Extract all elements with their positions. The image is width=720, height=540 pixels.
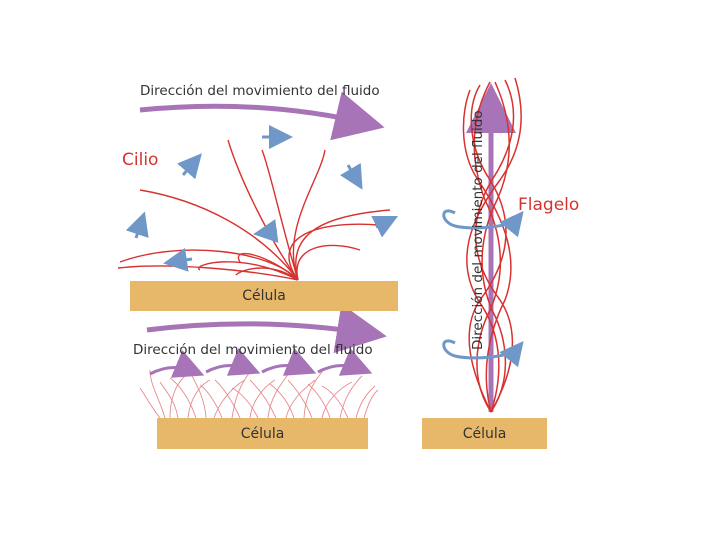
cilium-beat-strokes — [117, 139, 391, 281]
cell-block-cilia-row: Célula — [157, 418, 368, 449]
cell-label: Célula — [462, 425, 507, 442]
cell-block-cilium: Célula — [130, 281, 398, 311]
cell-block-flagellum: Célula — [422, 418, 547, 449]
cilium-flow-label: Dirección del movimiento del fluido — [140, 83, 380, 99]
flagellum-rotation-arrows — [442, 209, 524, 368]
flagellum-flow-label: Dirección del movimiento del fluido — [470, 110, 486, 350]
cilia-row-flow-label: Dirección del movimiento del fluido — [133, 342, 373, 358]
cilia-row-wave — [139, 369, 379, 419]
cell-label: Célula — [240, 425, 285, 442]
cell-label: Célula — [242, 288, 286, 304]
cilium-title: Cilio — [122, 150, 159, 170]
fluid-direction-arrow — [146, 303, 387, 354]
flagellum-title: Flagelo — [518, 195, 580, 215]
fluid-direction-arrow — [139, 91, 385, 141]
cilium-motion-arrows — [125, 125, 399, 272]
wave-arrows — [149, 348, 373, 378]
